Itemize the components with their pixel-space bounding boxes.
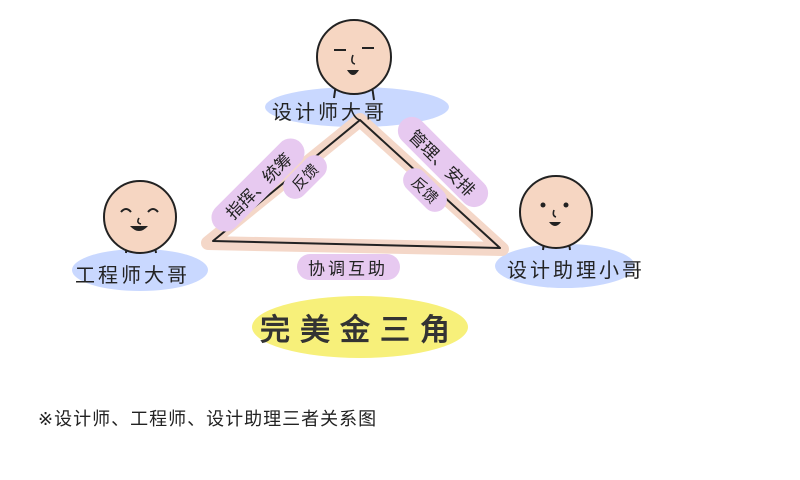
- edge-highlight-command: [211, 138, 305, 232]
- edge-label-coordinate: 协调互助: [308, 259, 388, 280]
- face-assistant-icon: [519, 175, 593, 251]
- edge-highlight-feedback-left: [283, 155, 327, 199]
- role-designer-label: 设计师大哥: [272, 100, 387, 124]
- edge-highlight-feedback-right: [403, 168, 447, 212]
- diagram-caption: ※设计师、工程师、设计助理三者关系图: [38, 409, 378, 430]
- role-engineer-label: 工程师大哥: [75, 263, 190, 287]
- engineer-highlight: [72, 249, 208, 291]
- edge-highlight-coordinate: [297, 254, 400, 280]
- designer-highlight: [265, 87, 449, 127]
- face-designer-icon: [316, 19, 392, 101]
- title-highlight: [252, 296, 468, 358]
- assistant-highlight: [495, 244, 635, 288]
- role-assistant-label: 设计助理小哥: [507, 258, 645, 282]
- face-engineer-icon: [103, 180, 177, 254]
- diagram-title: 完美金三角: [260, 313, 460, 348]
- edge-highlight-manage: [397, 116, 489, 208]
